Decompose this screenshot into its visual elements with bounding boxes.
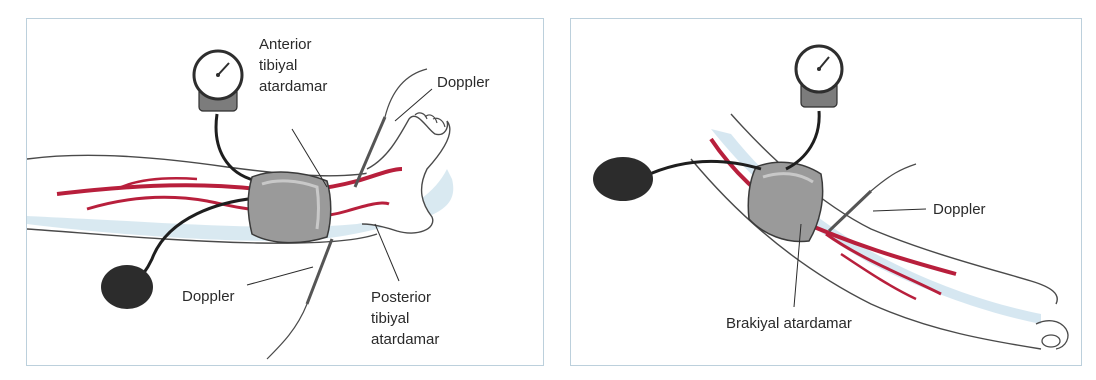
- gauge-tube: [786, 111, 819, 169]
- anterior-label-line-2: tibiyal: [259, 57, 297, 74]
- bulb-tube: [643, 161, 761, 177]
- doppler-cable-bottom: [267, 304, 307, 359]
- leg-diagram-panel: Anterior tibiyal atardamar Doppler Doppl…: [26, 18, 544, 366]
- gauge-pivot: [817, 67, 821, 71]
- leader-doppler: [873, 209, 926, 211]
- leader-doppler-bottom: [247, 267, 313, 285]
- doppler-label: Doppler: [933, 201, 986, 218]
- finger-ring: [1042, 335, 1060, 347]
- leader-posterior: [375, 224, 399, 281]
- doppler-cable-top: [385, 69, 427, 117]
- pump-bulb: [101, 265, 153, 309]
- doppler-probe-bottom: [307, 239, 332, 304]
- doppler-bottom-label: Doppler: [182, 288, 235, 305]
- posterior-label-line-3: atardamar: [371, 331, 439, 348]
- posterior-label-line-2: tibiyal: [371, 310, 409, 327]
- brachial-label: Brakiyal atardamar: [726, 315, 852, 332]
- anterior-label-line-3: atardamar: [259, 78, 327, 95]
- doppler-cable: [871, 164, 916, 191]
- artery-main: [57, 169, 402, 194]
- anterior-label-line-1: Anterior: [259, 36, 312, 53]
- doppler-top-label: Doppler: [437, 74, 490, 91]
- gauge-tube: [216, 114, 257, 181]
- pump-bulb: [593, 157, 653, 201]
- leg-illustration: Anterior tibiyal atardamar Doppler Doppl…: [27, 19, 544, 366]
- arm-diagram-panel: Doppler Brakiyal atardamar: [570, 18, 1082, 366]
- leg-outline-top: [27, 155, 387, 175]
- arm-illustration: Doppler Brakiyal atardamar: [571, 19, 1082, 366]
- gauge-pivot: [216, 73, 220, 77]
- posterior-label-line-1: Posterior: [371, 289, 431, 306]
